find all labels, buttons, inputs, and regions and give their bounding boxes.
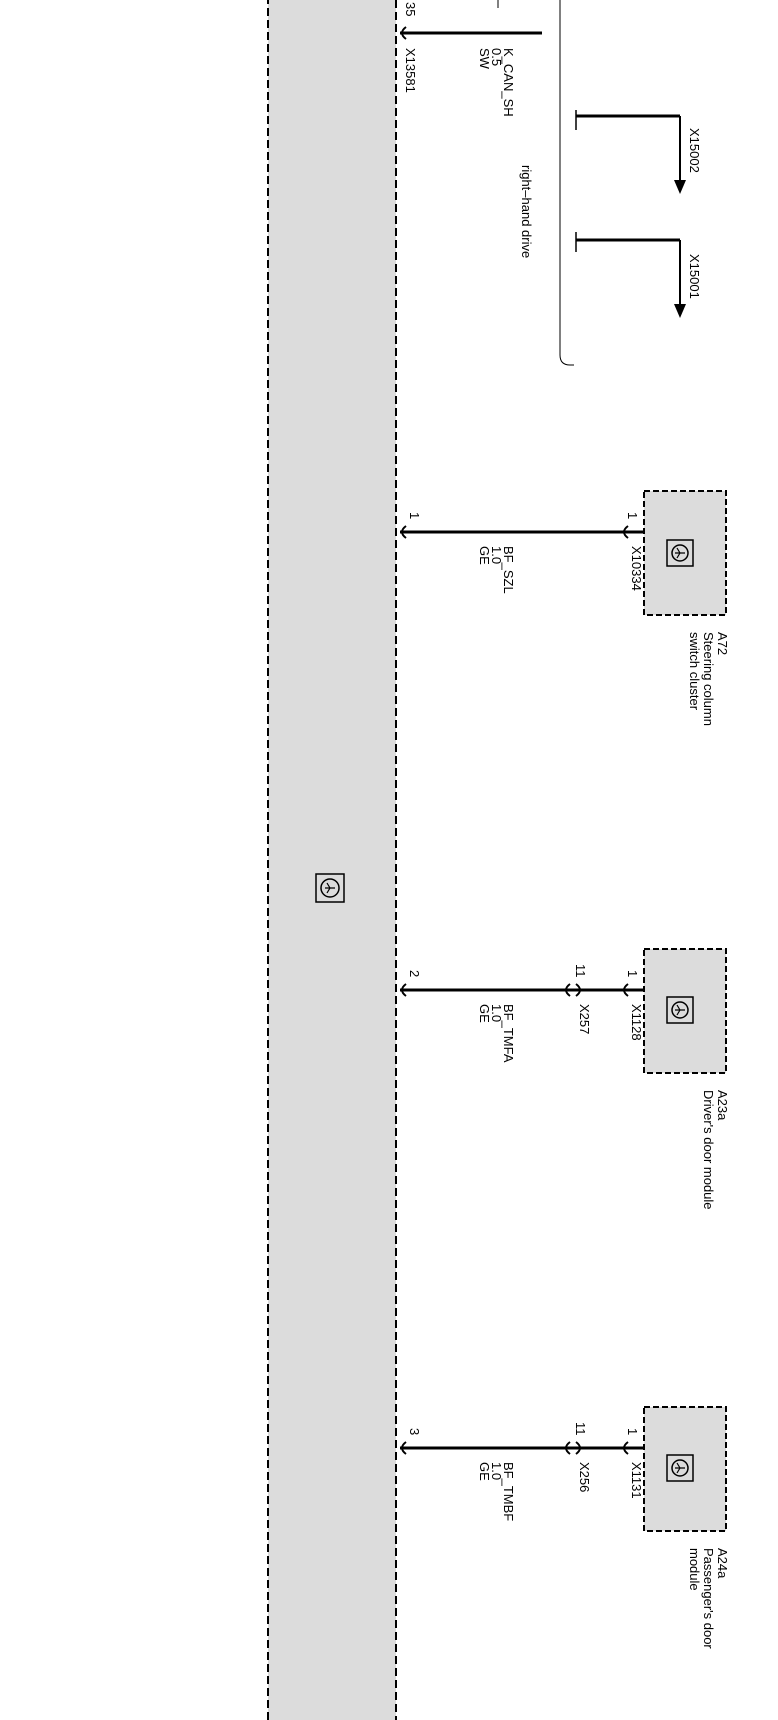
component-a23a-icon	[666, 996, 694, 1024]
component-a72-connector: X10334	[629, 546, 644, 591]
can-wire-name: K_CAN_SH	[501, 48, 516, 117]
component-a24a-connector: X1131	[629, 1462, 644, 1499]
component-a72-wire-size: 1.0	[489, 546, 504, 564]
component-a23a-inline-connector: X257	[577, 1004, 592, 1034]
component-a72-pin: 1	[625, 512, 640, 519]
component-a24a-inline-connector: X256	[577, 1462, 592, 1492]
component-a24a-name-2: module	[687, 1548, 702, 1591]
component-a23a-wire-size: 1.0	[489, 1004, 504, 1022]
branch-x15001-label: X15001	[687, 254, 702, 299]
component-a23a-wire-name: BF_TMFA	[501, 1004, 516, 1063]
component-a23a-id: A23a	[715, 1090, 730, 1121]
component-a72-icon	[666, 539, 694, 567]
component-a24a-icon	[666, 1454, 694, 1482]
component-a23a-name-1: Driver's door module	[701, 1090, 716, 1210]
branch-x15002-label: X15002	[687, 128, 702, 173]
component-a23a-box	[643, 948, 727, 1074]
component-a24a	[400, 1406, 727, 1532]
component-a72	[400, 490, 727, 616]
component-a72-wire-color: GE	[477, 546, 492, 565]
component-a24a-wire-size: 1.0	[489, 1462, 504, 1480]
can-pin-terminal	[401, 26, 407, 40]
component-a24a-name-1: Passenger's door	[701, 1548, 716, 1649]
component-a23a-pin: 1	[625, 970, 640, 977]
main-module-panel	[267, 0, 397, 1720]
component-a23a-inline-pin: 11	[573, 964, 588, 978]
component-a72-id: A72	[715, 632, 730, 655]
component-a24a-box	[643, 1406, 727, 1532]
component-a72-name-1: Steering column	[701, 632, 716, 726]
component-a24a-inline-pin: 11	[573, 1422, 588, 1436]
component-a23a-wire-color: GE	[477, 1004, 492, 1023]
can-wire-color: SW	[477, 48, 492, 70]
component-a24a-wire-color: GE	[477, 1462, 492, 1481]
branch-x15002	[575, 110, 686, 194]
main-module-icon	[315, 873, 345, 903]
rhd-bracket-label: right–hand drive	[519, 165, 534, 258]
component-a24a-id: A24a	[715, 1548, 730, 1579]
branch-x15001	[575, 232, 686, 318]
can-connector-label: X13581	[403, 48, 418, 93]
rhd-bracket	[559, 0, 574, 366]
component-a23a-connector: X1128	[629, 1004, 644, 1041]
component-a72-module-pin: 1	[407, 512, 422, 519]
component-a24a-module-pin: 3	[407, 1428, 422, 1435]
component-a72-name-2: switch cluster	[687, 632, 702, 711]
component-a23a-module-pin: 2	[407, 970, 422, 977]
can-pin-number: 35	[403, 2, 418, 16]
component-a23a	[400, 948, 727, 1074]
can-wire-size: 0.5	[489, 48, 504, 66]
component-a24a-wire-name: BF_TMBF	[501, 1462, 516, 1521]
component-a72-wire-name: BF_SZL	[501, 546, 516, 594]
component-a24a-pin: 1	[625, 1428, 640, 1435]
